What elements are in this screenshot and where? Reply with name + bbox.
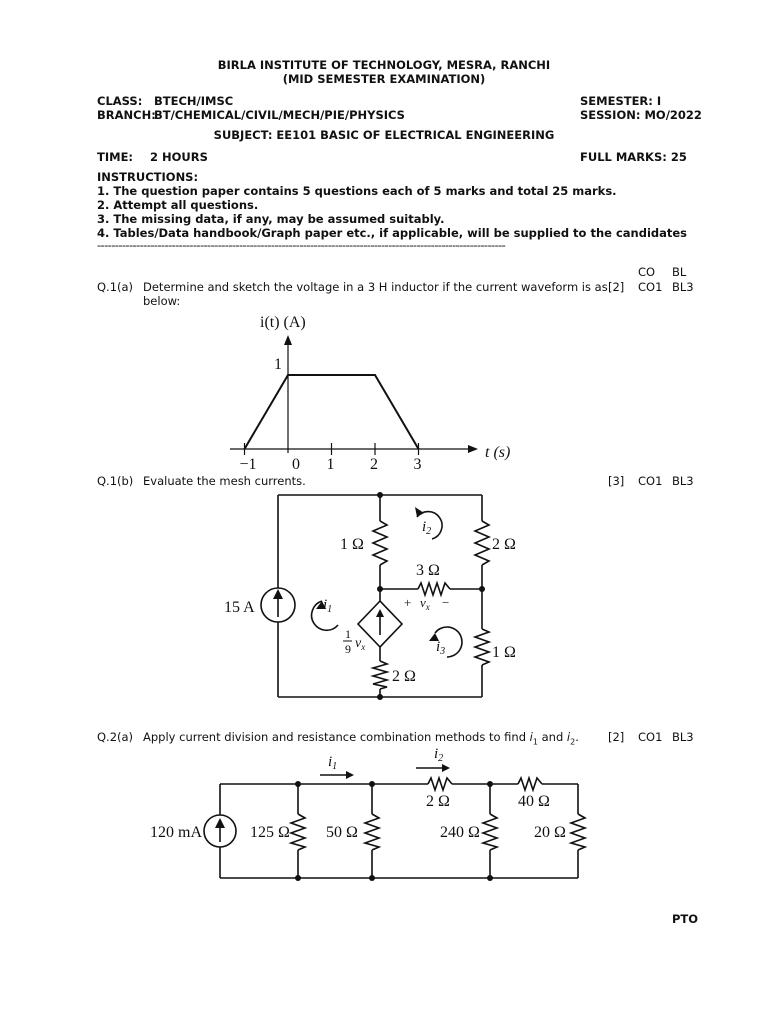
x-tick-label: 1 bbox=[327, 456, 335, 473]
question-text: Determine and sketch the voltage in a 3 … bbox=[143, 280, 608, 294]
question-marks: [2] bbox=[608, 730, 625, 744]
question-marks: [2] bbox=[608, 280, 625, 294]
resistor-label: 2 Ω bbox=[492, 536, 516, 553]
co-column-header: CO bbox=[638, 265, 656, 279]
vx-plus-sign: + bbox=[404, 595, 411, 610]
bl-column-header: BL bbox=[672, 265, 687, 279]
vx-label: vx bbox=[420, 595, 430, 612]
resistor-ladder-diagram: 120 mA 125 Ω 50 Ω 2 Ω 240 Ω 40 Ω 20 Ω i1… bbox=[150, 746, 588, 881]
question-number: Q.2(a) bbox=[97, 730, 134, 744]
resistor-label: 20 Ω bbox=[534, 824, 566, 841]
time-label: TIME: bbox=[97, 150, 134, 164]
resistor-label: 1 Ω bbox=[492, 644, 516, 661]
subject: SUBJECT: EE101 BASIC OF ELECTRICAL ENGIN… bbox=[213, 128, 555, 142]
instruction-item: 4. Tables/Data handbook/Graph paper etc.… bbox=[97, 226, 688, 240]
time-value: 2 HOURS bbox=[150, 150, 208, 164]
question-text: below: bbox=[143, 294, 181, 308]
resistor-label: 2 Ω bbox=[392, 668, 416, 685]
resistor-label: 50 Ω bbox=[326, 824, 358, 841]
question-bl: BL3 bbox=[672, 730, 694, 744]
mesh-current-label: i2 bbox=[422, 519, 431, 537]
mesh-current-label: i3 bbox=[436, 639, 445, 657]
question-bl: BL3 bbox=[672, 474, 694, 488]
x-tick-label: 3 bbox=[414, 456, 422, 473]
question-bl: BL3 bbox=[672, 280, 694, 294]
branch-value: BT/CHEMICAL/CIVIL/MECH/PIE/PHYSICS bbox=[154, 108, 405, 122]
semester: SEMESTER: I bbox=[580, 94, 662, 108]
resistor-label: 40 Ω bbox=[518, 793, 550, 810]
y-tick-label: 1 bbox=[274, 356, 282, 373]
branch-label: BRANCH: bbox=[97, 108, 156, 122]
pto-note: PTO bbox=[672, 912, 699, 926]
question-number: Q.1(a) bbox=[97, 280, 134, 294]
mesh-current-label: i1 bbox=[323, 597, 332, 615]
session: SESSION: MO/2022 bbox=[580, 108, 702, 122]
dependent-gain-numerator: 1 bbox=[345, 627, 351, 641]
resistor-label: 1 Ω bbox=[340, 536, 364, 553]
question-number: Q.1(b) bbox=[97, 474, 134, 488]
exam-type: (MID SEMESTER EXAMINATION) bbox=[282, 72, 486, 86]
class-value: BTECH/IMSC bbox=[154, 94, 234, 108]
class-label: CLASS: bbox=[97, 94, 143, 108]
x-tick-label: 2 bbox=[370, 456, 378, 473]
x-axis-label: t (s) bbox=[485, 444, 510, 461]
y-axis-arrow bbox=[284, 335, 292, 345]
question-co: CO1 bbox=[638, 280, 663, 294]
question-co: CO1 bbox=[638, 474, 663, 488]
resistor-label: 3 Ω bbox=[416, 562, 440, 579]
current-label: i1 bbox=[328, 754, 337, 772]
resistor-label: 2 Ω bbox=[426, 793, 450, 810]
instruction-item: 1. The question paper contains 5 questio… bbox=[97, 184, 617, 198]
institute-name: BIRLA INSTITUTE OF TECHNOLOGY, MESRA, RA… bbox=[217, 58, 551, 72]
question-text: Evaluate the mesh currents. bbox=[143, 474, 306, 488]
question-text: Apply current division and resistance co… bbox=[143, 730, 579, 747]
divider-line: ----------------------------------------… bbox=[97, 238, 506, 252]
vx-minus-sign: − bbox=[442, 595, 449, 610]
full-marks: FULL MARKS: 25 bbox=[580, 150, 687, 164]
dependent-variable: vx bbox=[355, 636, 365, 652]
question-marks: [3] bbox=[608, 474, 625, 488]
instruction-item: 3. The missing data, if any, may be assu… bbox=[97, 212, 445, 226]
x-tick-label: 0 bbox=[292, 456, 300, 473]
question-co: CO1 bbox=[638, 730, 663, 744]
resistor-label: 240 Ω bbox=[440, 824, 480, 841]
instructions-title: INSTRUCTIONS: bbox=[97, 170, 199, 184]
resistor-label: 125 Ω bbox=[250, 824, 290, 841]
current-label: i2 bbox=[434, 746, 443, 764]
waveform-line bbox=[243, 374, 420, 450]
y-axis-label: i(t) (A) bbox=[260, 314, 306, 331]
x-tick-label: −1 bbox=[240, 456, 257, 473]
current-waveform-chart: i(t) (A) t (s) −1 0 1 2 3 1 bbox=[230, 314, 510, 473]
source-label: 120 mA bbox=[150, 824, 202, 841]
x-axis-arrow bbox=[468, 445, 478, 453]
dependent-gain-denominator: 9 bbox=[345, 642, 351, 656]
mesh-circuit-diagram: 15 A 1 Ω 2 Ω 3 Ω 2 Ω 1 Ω + vx − 1 9 vx i… bbox=[224, 492, 516, 700]
instruction-item: 2. Attempt all questions. bbox=[97, 198, 259, 212]
source-label: 15 A bbox=[224, 599, 255, 616]
